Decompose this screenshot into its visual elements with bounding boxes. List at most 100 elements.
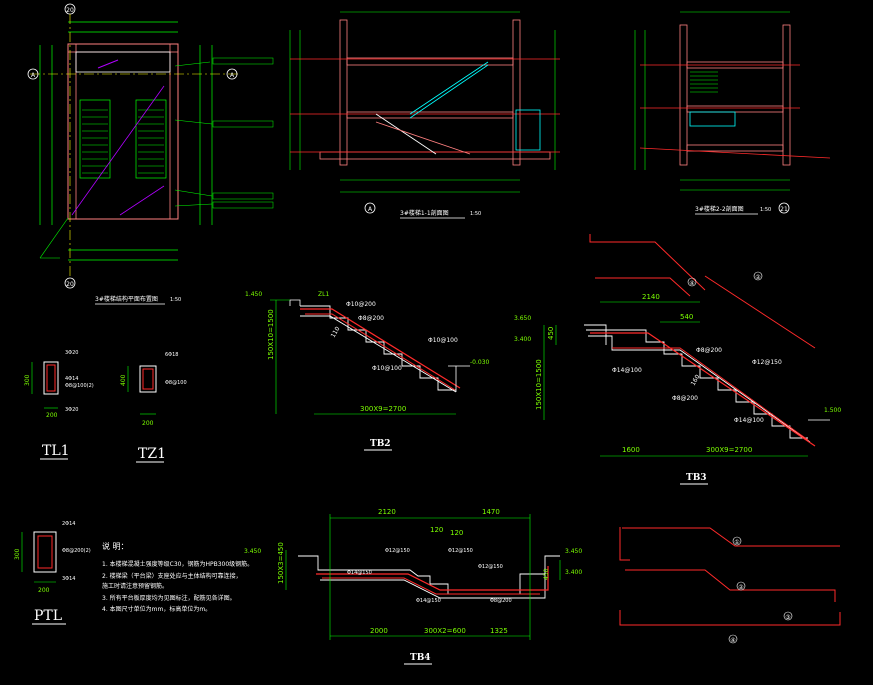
beam-ptl: 2Φ14 Φ8@200(2) 3Φ14 300 200 PTL — [14, 521, 91, 625]
tb3-elev-top: 3.650 — [514, 315, 531, 322]
tb3-rebar-c: Φ14@100 — [612, 367, 642, 374]
section2-title: 3#楼梯2-2剖面图 — [695, 205, 744, 213]
tl1-stirrup: Φ8@100(2) — [65, 383, 94, 389]
section1-axis: A — [368, 206, 373, 213]
tb3-title: TB3 — [686, 473, 707, 483]
tb3-width-dim: 300X9=2700 — [706, 446, 752, 454]
section1-title: 3#楼梯1-1剖面图 — [400, 209, 449, 217]
axis-label-top: 20 — [66, 7, 74, 14]
notes-heading: 说 明： — [102, 541, 129, 551]
beam-tz1: 6Φ18 Φ8@100 400 200 TZ1 — [120, 352, 187, 463]
tb2-h-mark: 110 — [330, 325, 342, 339]
ptl-w: 200 — [38, 587, 50, 594]
diagram-b-label-2: ② — [738, 584, 744, 591]
tb3-elev-left: 3.400 — [514, 336, 531, 343]
notes-line-5: 4. 本图尺寸单位为mm，标高单位为m。 — [102, 605, 211, 613]
section1-scale: 1:50 — [470, 211, 481, 217]
diagram-b-label-1: ① — [734, 539, 739, 546]
section2-scale: 1:50 — [760, 207, 771, 213]
stair-plan-view: 20 — [27, 3, 274, 305]
axis-label-a-left: A — [31, 72, 36, 79]
notes-line-1: 1. 本楼梯混凝土强度等级C30，钢筋为HPB300级钢筋。 — [102, 560, 253, 568]
tb2-elev-top: 1.450 — [245, 291, 262, 298]
rebar-diagram-bottom: ① ② ③ ④ — [619, 527, 841, 644]
beam-tl1: 3Φ20 4Φ14 Φ8@100(2) 3Φ20 300 200 TL1 — [24, 350, 94, 460]
section-2-2: 21 3#楼梯2-2剖面图 1:50 — [634, 11, 831, 215]
tb4-height-dim: 150X3=450 — [277, 542, 285, 584]
tb2-detail: 1.450 -0.030 ZL1 150X10=1500 300X9=2700 … — [245, 291, 490, 451]
tb4-dim-1325: 1325 — [490, 627, 508, 635]
tb4-elev-right-bot: 3.400 — [565, 569, 582, 576]
diagram-b-label-4: ④ — [730, 637, 735, 644]
tb4-rebar-e: Φ12@150 — [478, 564, 503, 570]
section2-axis: 21 — [780, 206, 788, 213]
notes-line-4: 3. 所有平台板厚度均为见图标注，配筋见各详图。 — [102, 594, 236, 602]
tb3-dim-450: 450 — [547, 327, 555, 340]
tb2-rebar-d: Φ10@100 — [372, 365, 402, 372]
tb2-rebar-a: Φ10@200 — [346, 301, 376, 308]
tl1-h: 300 — [24, 374, 31, 386]
tb4-rebar-c: Φ14@150 — [347, 570, 372, 576]
tb3-detail: 3.650 3.400 1.500 2140 540 450 150X10=15… — [514, 293, 841, 485]
rebar-diagram-top: ④ ② — [589, 234, 816, 349]
tb2-title: TB2 — [370, 439, 391, 449]
tb2-height-dim: 150X10=1500 — [267, 309, 275, 360]
tl1-title: TL1 — [42, 443, 70, 459]
tb2-rebar-c: Φ10@100 — [428, 337, 458, 344]
ptl-bottom: 3Φ14 — [62, 576, 75, 582]
ptl-top: 2Φ14 — [62, 521, 75, 527]
notes-line-3: 施工时请注意预留钢筋。 — [102, 582, 168, 590]
tb4-dim-120a: 120 — [430, 526, 443, 534]
tb3-height-dim: 150X10=1500 — [535, 359, 543, 410]
tb3-dim-540: 540 — [680, 313, 693, 321]
notes-line-2: 2. 楼梯梁（平台梁）支座处应与主体结构可靠连接， — [102, 572, 242, 580]
tb2-tag: ZL1 — [318, 291, 329, 298]
tz1-title: TZ1 — [138, 446, 166, 462]
tb2-width-dim: 300X9=2700 — [360, 405, 406, 413]
tb4-detail: 3.450 3.450 3.400 150X3=450 2120 1470 12… — [244, 508, 582, 665]
axis-label-bottom: 20 — [66, 281, 74, 288]
tb4-dim-2120: 2120 — [378, 508, 396, 516]
diagram-b-label-3: ③ — [785, 614, 790, 621]
diagram-label-4: ④ — [689, 280, 694, 287]
plan-scale: 1:50 — [170, 297, 181, 303]
tl1-top: 3Φ20 — [65, 350, 78, 356]
tb4-rebar-a: Φ12@150 — [385, 548, 410, 554]
diagram-label-2: ② — [755, 274, 761, 281]
tb4-dim-120b: 120 — [450, 529, 463, 537]
tz1-top: 6Φ18 — [165, 352, 178, 358]
tb3-rebar-d: Φ8@200 — [672, 395, 698, 402]
tb4-rebar-b: Φ12@150 — [448, 548, 473, 554]
plan-title: 3#楼梯结构平面布置图 — [95, 295, 158, 303]
tb4-dim-450: 450 — [543, 568, 550, 580]
tz1-h: 400 — [120, 374, 127, 386]
tl1-bottom: 3Φ20 — [65, 407, 78, 413]
ptl-title: PTL — [34, 608, 62, 624]
section-1-1: A 3#楼梯1-1剖面图 1:50 — [289, 11, 560, 219]
tb4-rebar-d: Φ14@150 — [416, 598, 441, 604]
tb2-elev-bottom: -0.030 — [470, 359, 490, 366]
tb3-h-mark: 160 — [690, 373, 702, 387]
tb4-elev-right-top: 3.450 — [565, 548, 582, 555]
tb3-rebar-e: Φ14@100 — [734, 417, 764, 424]
tb4-dim-2000: 2000 — [370, 627, 388, 635]
tb3-left-dim: 1600 — [622, 446, 640, 454]
tb3-elev-right: 1.500 — [824, 407, 841, 414]
ptl-stirrup: Φ8@200(2) — [62, 548, 91, 554]
tb3-top-dim: 2140 — [642, 293, 660, 301]
tz1-stirrup: Φ8@100 — [165, 380, 187, 386]
axis-label-a-right: A — [230, 72, 235, 79]
ptl-h: 300 — [14, 548, 21, 560]
tb4-elev-left: 3.450 — [244, 548, 261, 555]
tb4-rebar-f: Φ8@200 — [490, 598, 512, 604]
tl1-mid: 4Φ14 — [65, 376, 78, 382]
tb3-rebar-a: Φ8@200 — [696, 347, 722, 354]
tl1-w: 200 — [46, 412, 58, 419]
tz1-w: 200 — [142, 420, 154, 427]
tb4-dim-600: 300X2=600 — [424, 627, 466, 635]
design-notes: 说 明： 1. 本楼梯混凝土强度等级C30，钢筋为HPB300级钢筋。 2. 楼… — [102, 541, 253, 613]
tb4-dim-1470: 1470 — [482, 508, 500, 516]
tb2-rebar-b: Φ8@200 — [358, 315, 384, 322]
tb4-title: TB4 — [410, 653, 431, 663]
